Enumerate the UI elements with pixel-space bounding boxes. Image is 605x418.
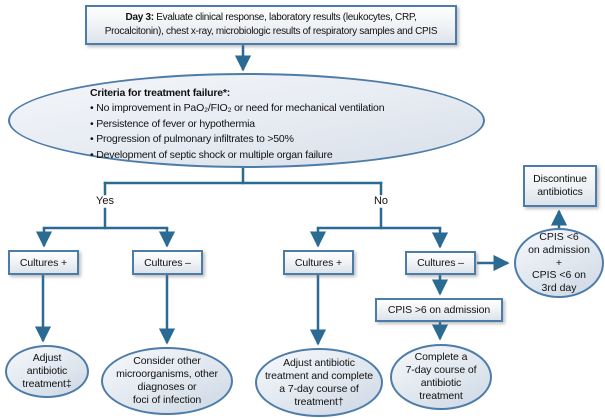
branch-label-yes: Yes <box>96 195 114 207</box>
box-cultures-neg-yes: Cultures – <box>132 250 203 275</box>
ellipse-cpis-lt6: CPIS <6 on admission + CPIS <6 on 3rd da… <box>514 228 604 298</box>
criteria-ellipse: Criteria for treatment failure*: • No im… <box>8 73 485 168</box>
day3-title-box: Day 3: Evaluate clinical response, labor… <box>85 5 457 45</box>
day3-title-line2: Procalcitonin), chest x-ray, microbiolog… <box>104 26 438 37</box>
branch-label-no: No <box>373 195 389 207</box>
day3-bold-prefix: Day 3: <box>125 12 155 23</box>
box-discontinue-antibiotics: Discontinue antibiotics <box>523 165 597 207</box>
day3-title-line1: Day 3: Evaluate clinical response, labor… <box>126 11 417 25</box>
ellipse-adjust-and-complete: Adjust antibiotic treatment and complete… <box>255 348 383 417</box>
criteria-bullet-list: • No improvement in PaO₂/FIO₂ or need fo… <box>90 102 385 161</box>
criteria-heading: Criteria for treatment failure*: <box>90 87 231 99</box>
day3-line1-rest: Evaluate clinical response, laboratory r… <box>153 12 417 23</box>
criteria-text-block: Criteria for treatment failure*: • No im… <box>90 86 470 163</box>
box-cpis-gt6: CPIS >6 on admission <box>375 298 503 322</box>
box-cultures-neg-no: Cultures – <box>405 251 476 275</box>
box-cultures-pos-no: Cultures + <box>283 250 354 275</box>
box-cultures-pos-yes: Cultures + <box>8 250 79 275</box>
ellipse-complete-7day: Complete a 7-day course of antibiotic tr… <box>390 344 492 410</box>
ellipse-consider-other: Consider other microorganisms, other dia… <box>101 347 233 415</box>
ellipse-adjust-treatment: Adjust antibiotic treatment‡ <box>5 345 89 398</box>
